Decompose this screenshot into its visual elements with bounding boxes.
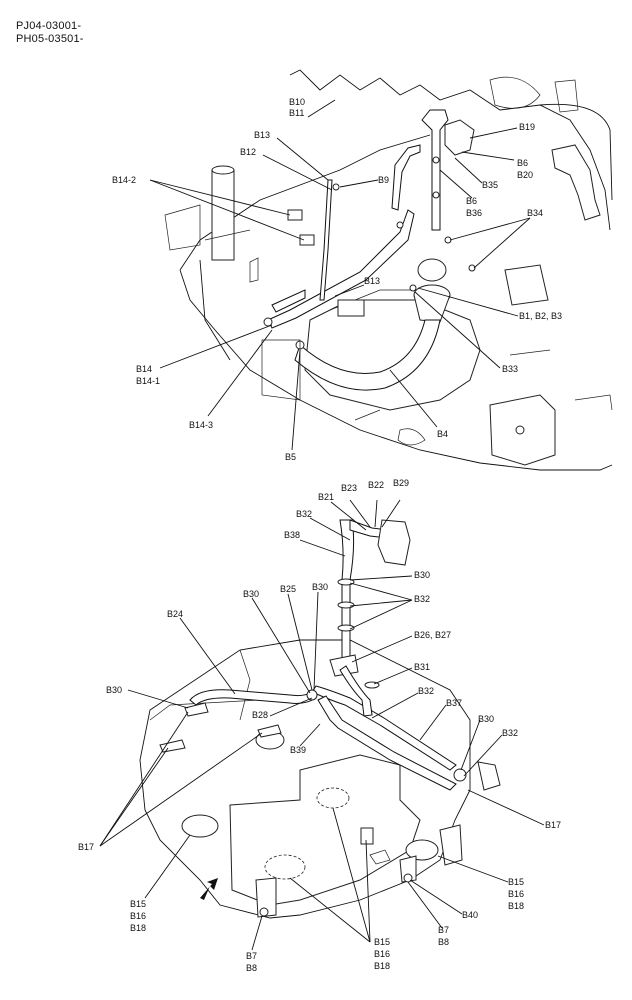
callout-b8-right: B8 [438,937,449,947]
callout-b22: B22 [368,480,384,490]
callout-b6-a: B6 [517,158,528,168]
callout-b13-top: B13 [254,130,270,140]
callout-b11: B11 [289,108,304,118]
callout-b32-low: B32 [502,728,518,738]
callout-b17-left: B17 [78,842,94,852]
callout-b40: B40 [462,910,478,920]
callout-b26-b27: B26, B27 [414,630,451,640]
callout-b14-3: B14-3 [189,420,213,430]
callout-b7-left: B7 [246,951,257,961]
callout-b18-bottom: B18 [374,961,390,971]
callout-b18-left: B18 [130,923,146,933]
document-code-1: PJ04-03001- [16,20,82,32]
callout-b15-bottom: B15 [374,937,390,947]
callout-b39: B39 [290,745,306,755]
callout-b7-right: B7 [438,925,449,935]
callout-b16-left: B16 [130,911,146,921]
callout-b38: B38 [284,530,300,540]
callout-b6-b: B6 [466,196,477,206]
callout-b35: B35 [482,180,498,190]
callout-b31: B31 [414,662,430,672]
callout-b1-b2-b3: B1, B2, B3 [519,311,562,321]
upper-callouts: B10 B11 B13 B12 B14-2 B9 B19 B6 B20 B35 … [112,97,562,462]
callout-b37: B37 [446,698,462,708]
callout-b20: B20 [517,170,533,180]
callout-b34: B34 [527,208,543,218]
callout-b10: B10 [289,97,305,107]
callout-b32-top: B32 [296,509,312,519]
callout-b28: B28 [252,710,268,720]
callout-b15-right: B15 [508,877,524,887]
callout-b14-1: B14-1 [136,376,160,386]
callout-b23: B23 [341,483,357,493]
callout-b30-right-low: B30 [478,714,494,724]
callout-b30-a: B30 [243,589,259,599]
lower-assembly-drawing [139,519,501,919]
callout-b14-2: B14-2 [112,175,136,185]
callout-b32-mid: B32 [418,686,434,696]
callout-b24: B24 [167,609,183,619]
lower-callouts: B23 B22 B29 B21 B32 B38 B30 B32 B30 B25 … [78,478,561,973]
callout-b18-right: B18 [508,901,524,911]
callout-b15-left: B15 [130,899,146,909]
callout-b8-left: B8 [246,963,257,973]
callout-b30-left: B30 [106,685,122,695]
callout-b12: B12 [240,147,256,157]
lower-leader-lines [99,499,545,951]
callout-b36: B36 [466,208,482,218]
callout-b14: B14 [136,364,152,374]
upper-leader-lines [149,99,531,451]
callout-b16-right: B16 [508,889,524,899]
callout-b17-right: B17 [545,820,561,830]
callout-b19: B19 [519,122,535,132]
callout-b4: B4 [437,429,448,439]
callout-b13-mid: B13 [364,276,380,286]
callout-b30-b: B30 [312,582,328,592]
callout-b9: B9 [378,175,389,185]
callout-b16-bottom: B16 [374,949,390,959]
callout-b30-right-top: B30 [414,570,430,580]
callout-b29: B29 [393,478,409,488]
callout-b5: B5 [285,452,296,462]
document-code-2: PH05-03501- [16,33,84,45]
callout-b33: B33 [502,364,518,374]
callout-b21: B21 [318,492,334,502]
callout-b32-right: B32 [414,594,430,604]
callout-b25: B25 [280,584,296,594]
upper-assembly-drawing [164,69,613,471]
